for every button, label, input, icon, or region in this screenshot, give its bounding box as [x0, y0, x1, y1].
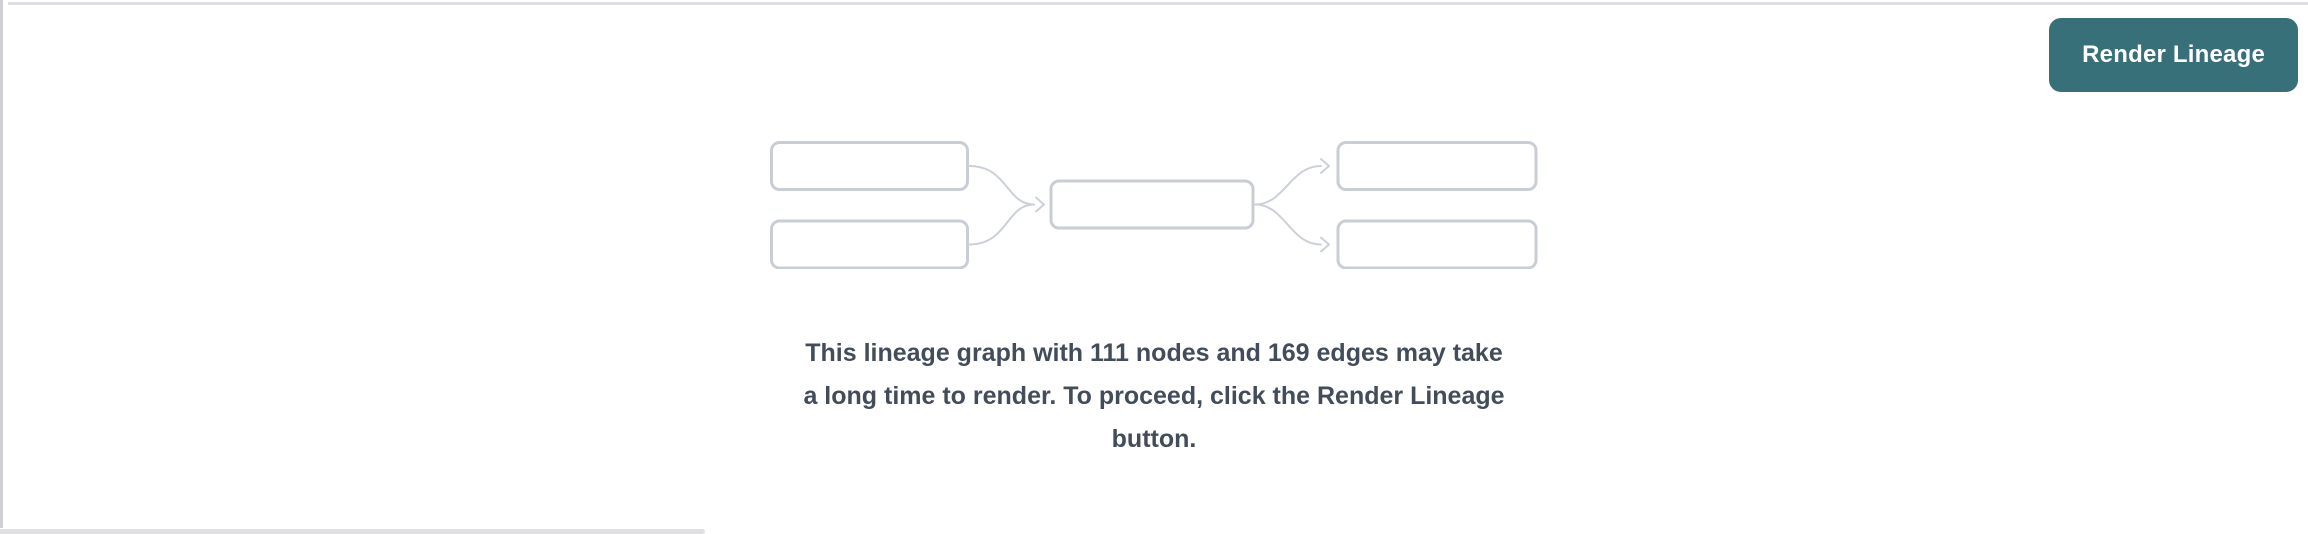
arrowhead-icon [1035, 196, 1045, 213]
placeholder-edge [1254, 165, 1322, 206]
placeholder-edge [1254, 203, 1322, 246]
placeholder-node [1336, 141, 1538, 191]
empty-state-message-line: button. [1111, 425, 1197, 453]
empty-state-message: This lineage graph with 111 nodes and 16… [803, 332, 1504, 461]
panel-top-border [8, 2, 2308, 5]
panel-left-border [0, 0, 3, 528]
placeholder-node [770, 219, 969, 269]
empty-state-message-line: This lineage graph with 111 nodes and 16… [805, 339, 1503, 367]
empty-state-message-line: a long time to render. To proceed, click… [803, 382, 1505, 410]
placeholder-edge [968, 203, 1035, 246]
lineage-empty-state: This lineage graph with 111 nodes and 16… [744, 141, 1564, 461]
horizontal-scrollbar-thumb[interactable] [0, 529, 705, 534]
arrowhead-icon [1320, 158, 1330, 174]
placeholder-node [770, 141, 969, 191]
arrowhead-icon [1320, 236, 1330, 253]
lineage-placeholder-illustration [770, 141, 1538, 269]
placeholder-node [1336, 219, 1538, 269]
render-lineage-button[interactable]: Render Lineage [2049, 18, 2298, 92]
placeholder-node [1049, 179, 1255, 230]
placeholder-edge [968, 165, 1035, 206]
